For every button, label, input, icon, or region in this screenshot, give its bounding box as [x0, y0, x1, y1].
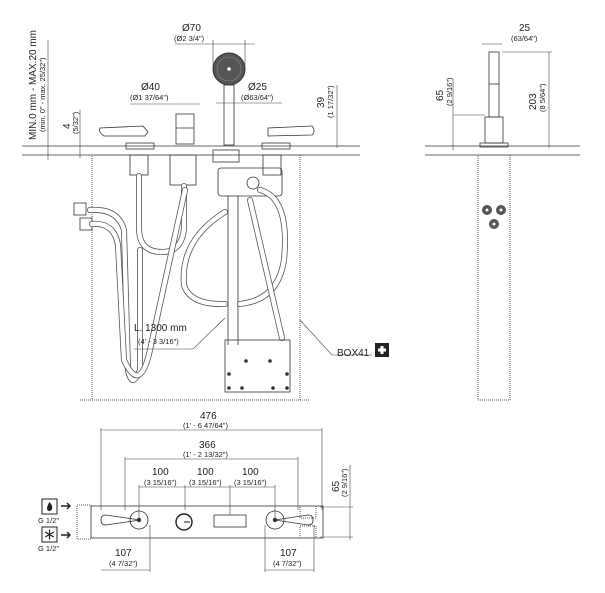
thermostat-knob [175, 513, 193, 531]
hose-4-inner [181, 209, 228, 307]
plus-icon [375, 343, 389, 357]
hose-5-inner [237, 187, 288, 307]
side-port-center [499, 208, 503, 212]
depth-mm: 65 [331, 480, 342, 492]
hose-1-inner [136, 173, 187, 255]
floor-thickness-inch: (min. 0" - max. 25/32") [38, 57, 47, 132]
handle-height-inch: (1 17/32") [326, 85, 335, 118]
spacing-1-inch: (3 15/16") [144, 478, 177, 487]
inlet-fittings [76, 504, 92, 540]
right-handle [267, 125, 315, 137]
shower-diameter-inch: (Ø2 3/4") [174, 34, 205, 43]
hand-shower-handle [223, 84, 235, 146]
hose-length-inch: (4' - 3 3/16") [138, 337, 179, 346]
inlet-hot [73, 202, 87, 216]
left-valve [129, 154, 149, 176]
right-handle-base [261, 142, 291, 150]
hose-length-leader [134, 317, 226, 350]
floor-thickness-mm: MIN.0 mm - MAX.20 mm [28, 30, 39, 140]
right-handle-inch: (4 7/32") [273, 559, 302, 568]
hot-inlet-arrow [61, 502, 71, 510]
spacing-1-mm: 100 [152, 467, 169, 478]
top-view: 476 (1' - 6 47/64") 366 (1' - 2 13/32") … [38, 411, 353, 572]
spacing-2-mm: 100 [197, 467, 214, 478]
side-port-center [485, 208, 489, 212]
left-handle-base [125, 142, 155, 150]
spout-diameter-inch: (Ø1 37/64") [130, 93, 169, 102]
cold-inlet-label: G 1/2" [38, 544, 59, 553]
hand-shower-diameter-inch: (Ø63/64") [241, 93, 274, 102]
top-left-handle [100, 514, 141, 526]
hot-water-flame-icon [41, 498, 58, 515]
top-right-pivot [272, 517, 278, 523]
top-spout-plate [213, 514, 247, 528]
bolt [240, 386, 244, 390]
overall-width-inch: (1' - 6 47/64") [183, 421, 228, 430]
left-handle-inch: (4 7/32") [109, 559, 138, 568]
spacing-3-mm: 100 [242, 467, 259, 478]
center-valve [169, 154, 197, 186]
spacing-2-inch: (3 15/16") [189, 478, 222, 487]
hand-shower-diameter-mm: Ø25 [248, 82, 267, 93]
side-port-center [492, 222, 496, 226]
cold-water-snowflake-icon [41, 526, 58, 543]
right-handle-mm: 107 [280, 548, 297, 559]
deck-offset-mm: 4 [62, 123, 73, 129]
side-box [477, 154, 511, 401]
side-flange [479, 142, 509, 148]
right-fitting-top [299, 505, 317, 519]
bolt [227, 372, 231, 376]
spacing-3-inch: (3 15/16") [234, 478, 267, 487]
top-left-rosette [129, 510, 149, 530]
bolt [285, 386, 289, 390]
box41-leader [299, 319, 372, 356]
bolt [285, 372, 289, 376]
diverter-valve [212, 149, 240, 163]
side-total-height-mm: 203 [528, 93, 539, 110]
mounting-block [224, 339, 291, 393]
bolt [244, 359, 248, 363]
cold-inlet-arrow [61, 531, 71, 539]
thermostatic-body [217, 167, 283, 197]
shower-diameter-mm: Ø70 [182, 23, 201, 34]
side-spout [488, 51, 500, 118]
top-right-rosette [265, 510, 285, 530]
left-handle [99, 125, 149, 137]
box-width-mm: 366 [199, 440, 216, 451]
hose-6-inner [247, 197, 285, 341]
left-handle-mm: 107 [115, 548, 132, 559]
side-base-height-mm: 65 [435, 89, 446, 101]
bolt [271, 386, 275, 390]
hose-3-inner [89, 187, 188, 378]
overall-width-mm: 476 [200, 411, 217, 422]
hand-shower-center [227, 67, 231, 71]
top-right-handle [274, 514, 314, 526]
deck-offset-inch: (5/32") [71, 111, 80, 134]
handle-height-mm: 39 [316, 96, 327, 108]
right-valve [262, 154, 282, 176]
side-base [484, 116, 504, 144]
box41-label: BOX41 [337, 348, 370, 359]
side-view: 25 (63/64") 65 (2 9/16") 203 (8 5/64") [425, 23, 580, 401]
thermostat-dial [246, 176, 260, 190]
top-left-pivot [136, 517, 142, 523]
bolt [227, 386, 231, 390]
hot-inlet-label: G 1/2" [38, 516, 59, 525]
side-base-height-inch: (2 9/16") [445, 77, 454, 106]
hand-shower-ring [216, 56, 242, 82]
bolt [268, 359, 272, 363]
box-width-inch: (1' - 2 13/32") [183, 450, 228, 459]
side-width-inch: (63/64") [511, 34, 538, 43]
hose-length-mm: L. 1300 mm [134, 323, 187, 334]
spout-diameter-mm: Ø40 [141, 82, 160, 93]
front-view: MIN.0 mm - MAX.20 mm (min. 0" - max. 25/… [22, 23, 389, 401]
spout-body [175, 113, 195, 145]
side-total-height-inch: (8 5/64") [538, 83, 547, 112]
right-fitting-bottom [299, 525, 317, 539]
depth-inch: (2 9/16") [340, 468, 349, 497]
side-width-mm: 25 [519, 23, 531, 34]
